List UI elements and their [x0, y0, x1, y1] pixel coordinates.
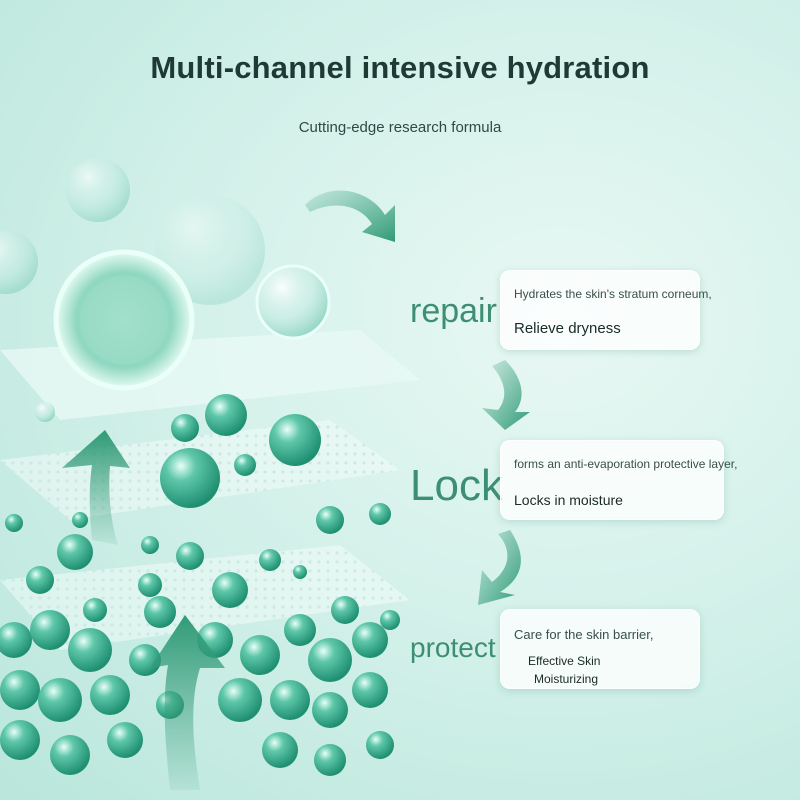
step-card-line2: Effective Skin	[528, 654, 601, 668]
step-card-line2: Locks in moisture	[514, 492, 623, 508]
step-card-line2: Relieve dryness	[514, 320, 621, 337]
step-card-line3: Moisturizing	[534, 672, 599, 686]
step-label-protect: protect	[410, 632, 496, 663]
step-label-repair: repair	[410, 292, 497, 330]
step-card-line1: Care for the skin barrier,	[514, 627, 654, 642]
step-card-protect: Care for the skin barrier, Effective Ski…	[500, 609, 700, 689]
step-label-lock: Lock	[410, 461, 503, 510]
page-title: Multi-channel intensive hydration	[150, 50, 650, 85]
page-subtitle: Cutting-edge research formula	[298, 119, 502, 136]
step-card-lock: forms an anti-evaporation protective lay…	[500, 440, 737, 520]
step-card-line1: forms an anti-evaporation protective lay…	[514, 457, 738, 471]
step-card-repair: Hydrates the skin's stratum corneum, Rel…	[500, 270, 712, 350]
step-card-line1: Hydrates the skin's stratum corneum,	[514, 287, 712, 301]
